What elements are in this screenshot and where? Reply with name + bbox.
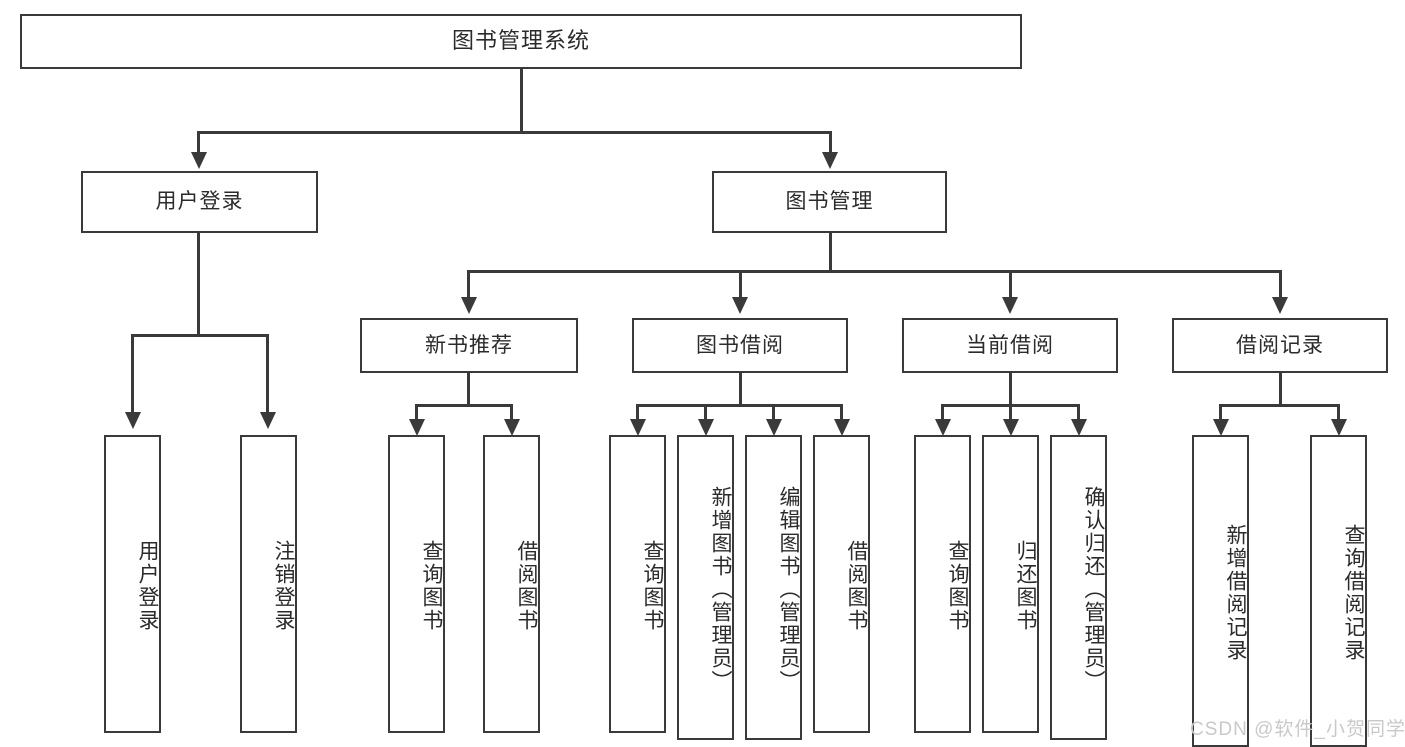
node-user-login[interactable]: 用户登录 xyxy=(81,171,318,233)
edge-book-borrow-to-leaf3 xyxy=(772,404,775,426)
node-label: 借阅图书 xyxy=(845,540,868,632)
edge-book-manage-to-current-borrow xyxy=(1008,270,1012,300)
edge-book-borrow-to-leaf2 xyxy=(704,404,707,426)
edge-borrow-record-to-leaf2 xyxy=(1337,404,1340,426)
arrow-book-borrow-to-leaf3 xyxy=(765,419,782,436)
node-label: 图书管理系统 xyxy=(451,28,590,54)
edge-book-manage-to-borrow-record xyxy=(1278,270,1282,300)
edge-new-book-rec-to-leaf2 xyxy=(510,404,513,426)
node-new-book-rec[interactable]: 新书推荐 xyxy=(360,318,578,373)
node-label: 注销登录 xyxy=(272,540,295,632)
arrow-new-book-rec-to-leaf1 xyxy=(408,419,425,436)
arrow-root-to-user-login xyxy=(190,152,207,169)
edge-book-manage-to-book-borrow xyxy=(738,270,742,300)
edge-book-manage-bus xyxy=(467,270,1280,273)
node-label: 借阅图书 xyxy=(515,540,538,632)
edge-new-book-rec-stem xyxy=(467,373,470,406)
arrow-user-login-to-leaf1 xyxy=(124,412,141,429)
edge-user-login-to-leaf2 xyxy=(266,334,269,415)
node-leaf-query-record[interactable]: 查询借阅记录 xyxy=(1310,435,1367,747)
node-book-manage[interactable]: 图书管理 xyxy=(712,171,947,233)
node-leaf-query-book-2[interactable]: 查询图书 xyxy=(609,435,666,733)
edge-user-login-to-leaf1 xyxy=(131,334,134,415)
node-label: 编辑图书（管理员） xyxy=(777,486,800,693)
edge-user-login-bus xyxy=(131,334,268,337)
arrow-new-book-rec-to-leaf2 xyxy=(503,419,520,436)
node-leaf-query-book-1[interactable]: 查询图书 xyxy=(388,435,445,733)
edge-root-stem xyxy=(519,69,523,132)
arrow-book-manage-to-new-book-rec xyxy=(460,297,477,314)
arrow-book-manage-to-current-borrow xyxy=(1002,297,1018,314)
arrow-book-manage-to-book-borrow xyxy=(732,297,748,314)
node-root-system[interactable]: 图书管理系统 xyxy=(20,14,1022,69)
edge-book-borrow-stem xyxy=(738,373,742,406)
edge-book-manage-stem xyxy=(828,233,832,272)
node-label: 新书推荐 xyxy=(425,333,513,357)
arrow-current-borrow-to-leaf1 xyxy=(934,419,951,436)
arrow-borrow-record-to-leaf2 xyxy=(1330,419,1347,436)
arrow-user-login-to-leaf2 xyxy=(259,412,276,429)
edge-borrow-record-bus xyxy=(1219,404,1340,407)
arrow-current-borrow-to-leaf2 xyxy=(1002,419,1019,436)
edge-root-to-user-login xyxy=(197,131,200,156)
node-label: 用户登录 xyxy=(155,190,244,214)
node-label: 查询图书 xyxy=(946,540,969,632)
edge-current-borrow-to-leaf1 xyxy=(941,404,944,426)
node-label: 确认归还（管理员） xyxy=(1082,486,1105,693)
edge-borrow-record-stem xyxy=(1278,373,1282,406)
node-leaf-borrow-book-2[interactable]: 借阅图书 xyxy=(813,435,870,733)
edge-root-to-book-manage xyxy=(828,131,832,156)
arrow-book-borrow-to-leaf1 xyxy=(629,419,646,436)
edge-borrow-record-to-leaf1 xyxy=(1219,404,1222,426)
edge-current-borrow-to-leaf3 xyxy=(1077,404,1080,426)
node-leaf-edit-book[interactable]: 编辑图书（管理员） xyxy=(745,435,802,740)
node-leaf-add-record[interactable]: 新增借阅记录 xyxy=(1192,435,1249,747)
arrow-root-to-book-manage xyxy=(822,152,838,169)
node-label: 图书管理 xyxy=(785,190,874,214)
node-book-borrow[interactable]: 图书借阅 xyxy=(632,318,848,373)
node-leaf-confirm-return[interactable]: 确认归还（管理员） xyxy=(1050,435,1107,740)
edge-new-book-rec-bus xyxy=(415,404,511,407)
node-label: 借阅记录 xyxy=(1236,333,1324,357)
node-label: 查询借阅记录 xyxy=(1342,524,1365,662)
edge-book-borrow-to-leaf1 xyxy=(636,404,639,426)
node-leaf-return-book[interactable]: 归还图书 xyxy=(982,435,1039,733)
edge-book-borrow-bus xyxy=(636,404,841,407)
node-label: 新增图书（管理员） xyxy=(709,486,732,693)
edge-current-borrow-stem xyxy=(1008,373,1012,406)
node-label: 当前借阅 xyxy=(966,333,1054,357)
node-label: 归还图书 xyxy=(1014,540,1037,632)
arrow-borrow-record-to-leaf1 xyxy=(1212,419,1229,436)
node-label: 查询图书 xyxy=(420,540,443,632)
node-current-borrow[interactable]: 当前借阅 xyxy=(902,318,1118,373)
node-leaf-logout[interactable]: 注销登录 xyxy=(240,435,297,733)
arrow-current-borrow-to-leaf3 xyxy=(1070,419,1087,436)
node-leaf-add-book[interactable]: 新增图书（管理员） xyxy=(677,435,734,740)
arrow-book-borrow-to-leaf2 xyxy=(697,419,714,436)
edge-user-login-stem xyxy=(197,233,200,336)
node-leaf-query-book-3[interactable]: 查询图书 xyxy=(914,435,971,733)
node-label: 图书借阅 xyxy=(696,333,784,357)
edge-new-book-rec-to-leaf1 xyxy=(415,404,418,426)
node-label: 用户登录 xyxy=(136,540,159,632)
watermark-text: CSDN @软件_小贺同学 xyxy=(1190,719,1405,740)
edge-book-borrow-to-leaf4 xyxy=(840,404,843,426)
edge-current-borrow-to-leaf2 xyxy=(1009,404,1012,426)
node-leaf-borrow-book-1[interactable]: 借阅图书 xyxy=(483,435,540,733)
edge-book-manage-to-new-book-rec xyxy=(467,270,470,300)
node-leaf-user-login[interactable]: 用户登录 xyxy=(104,435,161,733)
node-label: 查询图书 xyxy=(641,540,664,632)
edge-root-bus xyxy=(197,131,831,134)
arrow-book-borrow-to-leaf4 xyxy=(833,419,850,436)
arrow-book-manage-to-borrow-record xyxy=(1272,297,1288,314)
node-borrow-record[interactable]: 借阅记录 xyxy=(1172,318,1388,373)
node-label: 新增借阅记录 xyxy=(1224,524,1247,662)
